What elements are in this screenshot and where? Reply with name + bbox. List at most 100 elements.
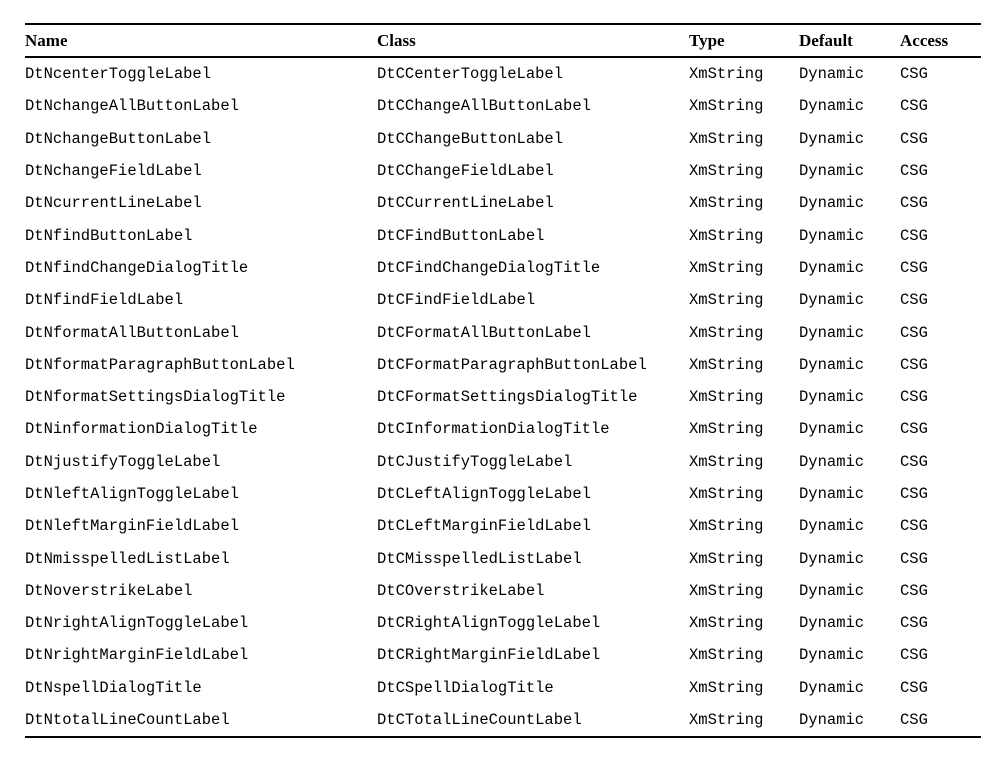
table-row: DtNchangeFieldLabel DtCChangeFieldLabel … bbox=[25, 155, 981, 187]
table-row: DtNleftMarginFieldLabel DtCLeftMarginFie… bbox=[25, 510, 981, 542]
column-header-class: Class bbox=[377, 24, 689, 58]
cell-default: Dynamic bbox=[799, 614, 865, 633]
cell-class: DtCChangeButtonLabel bbox=[377, 129, 564, 148]
table-row: DtNtotalLineCountLabel DtCTotalLineCount… bbox=[25, 704, 981, 737]
column-header-default: Default bbox=[799, 24, 900, 58]
cell-name: DtNformatParagraphButtonLabel bbox=[25, 355, 295, 374]
cell-default: Dynamic bbox=[799, 323, 865, 342]
cell-access: CSG bbox=[900, 323, 928, 342]
cell-type: XmString bbox=[689, 162, 764, 181]
cell-default: Dynamic bbox=[799, 452, 865, 471]
cell-default: Dynamic bbox=[799, 291, 865, 310]
cell-default: Dynamic bbox=[799, 678, 865, 697]
cell-access: CSG bbox=[900, 226, 928, 245]
cell-default: Dynamic bbox=[799, 646, 865, 665]
cell-access: CSG bbox=[900, 258, 928, 277]
cell-class: DtCTotalLineCountLabel bbox=[377, 711, 582, 730]
cell-type: XmString bbox=[689, 420, 764, 439]
cell-default: Dynamic bbox=[799, 485, 865, 503]
cell-access: CSG bbox=[900, 194, 928, 213]
cell-access: CSG bbox=[900, 420, 928, 439]
cell-name: DtNchangeFieldLabel bbox=[25, 162, 202, 181]
cell-type: XmString bbox=[689, 711, 764, 730]
cell-default: Dynamic bbox=[799, 388, 865, 407]
cell-class: DtCFormatAllButtonLabel bbox=[377, 323, 591, 342]
column-header-access: Access bbox=[900, 24, 981, 58]
cell-access: CSG bbox=[900, 646, 928, 665]
cell-name: DtNfindButtonLabel bbox=[25, 226, 193, 245]
table-row: DtNcenterToggleLabel DtCCenterToggleLabe… bbox=[25, 57, 981, 90]
cell-name: DtNleftMarginFieldLabel bbox=[25, 517, 239, 536]
cell-class: DtCCenterToggleLabel bbox=[377, 65, 564, 84]
table-row: DtNjustifyToggleLabel DtCJustifyToggleLa… bbox=[25, 446, 981, 478]
cell-class: DtCJustifyToggleLabel bbox=[377, 452, 573, 471]
resource-table: Name Class Type Default Access DtNcenter… bbox=[25, 23, 981, 739]
cell-default: Dynamic bbox=[799, 711, 865, 730]
cell-class: DtCFormatParagraphButtonLabel bbox=[377, 355, 647, 374]
cell-type: XmString bbox=[689, 194, 764, 213]
table-row: DtNformatParagraphButtonLabel DtCFormatP… bbox=[25, 349, 981, 381]
table-row: DtNfindFieldLabel DtCFindFieldLabel XmSt… bbox=[25, 284, 981, 316]
table-row: DtNfindChangeDialogTitle DtCFindChangeDi… bbox=[25, 252, 981, 284]
table-row: DtNformatSettingsDialogTitle DtCFormatSe… bbox=[25, 381, 981, 413]
cell-access: CSG bbox=[900, 65, 928, 84]
cell-name: DtNjustifyToggleLabel bbox=[25, 452, 221, 471]
table-row: DtNchangeButtonLabel DtCChangeButtonLabe… bbox=[25, 123, 981, 155]
cell-type: XmString bbox=[689, 323, 764, 342]
cell-type: XmString bbox=[689, 678, 764, 697]
cell-access: CSG bbox=[900, 485, 928, 503]
cell-class: DtCMisspelledListLabel bbox=[377, 549, 582, 568]
table-row: DtNrightMarginFieldLabel DtCRightMarginF… bbox=[25, 639, 981, 671]
cell-name: DtNleftAlignToggleLabel bbox=[25, 485, 239, 503]
cell-default: Dynamic bbox=[799, 194, 865, 213]
cell-name: DtNrightAlignToggleLabel bbox=[25, 614, 249, 633]
cell-name: DtNcurrentLineLabel bbox=[25, 194, 202, 213]
cell-access: CSG bbox=[900, 291, 928, 310]
cell-class: DtCOverstrikeLabel bbox=[377, 581, 545, 600]
table-row: DtNcurrentLineLabel DtCCurrentLineLabel … bbox=[25, 187, 981, 219]
cell-access: CSG bbox=[900, 97, 928, 116]
cell-default: Dynamic bbox=[799, 420, 865, 439]
cell-access: CSG bbox=[900, 581, 928, 600]
cell-default: Dynamic bbox=[799, 226, 865, 245]
table-body: DtNcenterToggleLabel DtCCenterToggleLabe… bbox=[25, 57, 981, 737]
cell-type: XmString bbox=[689, 614, 764, 633]
cell-type: XmString bbox=[689, 97, 764, 116]
cell-name: DtNfindFieldLabel bbox=[25, 291, 184, 310]
cell-class: DtCChangeFieldLabel bbox=[377, 162, 554, 181]
cell-class: DtCFindFieldLabel bbox=[377, 291, 536, 310]
cell-default: Dynamic bbox=[799, 258, 865, 277]
cell-class: DtCFindButtonLabel bbox=[377, 226, 545, 245]
cell-default: Dynamic bbox=[799, 355, 865, 374]
cell-name: DtNoverstrikeLabel bbox=[25, 581, 193, 600]
column-header-name: Name bbox=[25, 24, 377, 58]
cell-name: DtNchangeButtonLabel bbox=[25, 129, 212, 148]
table-row: DtNfindButtonLabel DtCFindButtonLabel Xm… bbox=[25, 219, 981, 251]
cell-access: CSG bbox=[900, 452, 928, 471]
cell-access: CSG bbox=[900, 549, 928, 568]
cell-access: CSG bbox=[900, 388, 928, 407]
cell-type: XmString bbox=[689, 581, 764, 600]
cell-class: DtCLeftMarginFieldLabel bbox=[377, 517, 591, 536]
cell-class: DtCRightAlignToggleLabel bbox=[377, 614, 601, 633]
cell-type: XmString bbox=[689, 65, 764, 84]
cell-type: XmString bbox=[689, 291, 764, 310]
cell-class: DtCRightMarginFieldLabel bbox=[377, 646, 601, 665]
cell-access: CSG bbox=[900, 517, 928, 536]
table-row: DtNspellDialogTitle DtCSpellDialogTitle … bbox=[25, 672, 981, 704]
cell-type: XmString bbox=[689, 646, 764, 665]
cell-default: Dynamic bbox=[799, 581, 865, 600]
cell-name: DtNfindChangeDialogTitle bbox=[25, 258, 249, 277]
cell-access: CSG bbox=[900, 162, 928, 181]
cell-type: XmString bbox=[689, 258, 764, 277]
cell-name: DtNformatSettingsDialogTitle bbox=[25, 388, 286, 407]
table-row: DtNoverstrikeLabel DtCOverstrikeLabel Xm… bbox=[25, 575, 981, 607]
cell-default: Dynamic bbox=[799, 129, 865, 148]
cell-type: XmString bbox=[689, 388, 764, 407]
cell-access: CSG bbox=[900, 678, 928, 697]
cell-name: DtNformatAllButtonLabel bbox=[25, 323, 239, 342]
cell-type: XmString bbox=[689, 517, 764, 536]
table-row: DtNinformationDialogTitle DtCInformation… bbox=[25, 413, 981, 445]
table-row: DtNrightAlignToggleLabel DtCRightAlignTo… bbox=[25, 607, 981, 639]
